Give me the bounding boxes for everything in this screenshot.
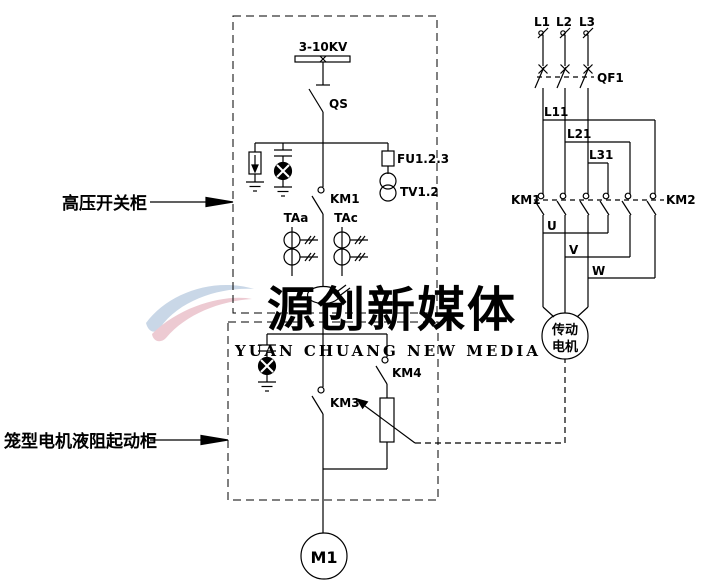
watermark-cn: 源创新媒体 bbox=[267, 282, 517, 338]
fuse-fu1 bbox=[381, 143, 395, 167]
phase-l2-label: L2 bbox=[556, 15, 572, 29]
hv-cabinet-arrow bbox=[150, 196, 234, 208]
drive-motor-label-1: 传动 bbox=[551, 322, 578, 338]
voltage-transformer-tv bbox=[379, 166, 397, 202]
km2-poles bbox=[599, 192, 657, 216]
mech-linkage-dashed bbox=[415, 359, 566, 444]
busbar bbox=[294, 55, 351, 63]
breaker-qf1 bbox=[534, 64, 594, 89]
km3-label: KM3 bbox=[330, 396, 360, 410]
watermark-swoosh-red-icon bbox=[152, 297, 252, 342]
bus-voltage-label: 3-10KV bbox=[299, 40, 348, 54]
watermark: 源创新媒体 YUAN CHUANG NEW MEDIA bbox=[146, 282, 541, 360]
tac-label: TAc bbox=[334, 211, 358, 225]
phase-terminals bbox=[537, 27, 594, 66]
motor-feed-lines bbox=[542, 215, 656, 318]
hv-cabinet-box bbox=[232, 15, 438, 314]
surge-arrester bbox=[246, 143, 264, 192]
qf1-label: QF1 bbox=[597, 71, 624, 85]
phase-lines bbox=[542, 88, 589, 194]
phase-l1-label: L1 bbox=[534, 15, 550, 29]
l21-label: L21 bbox=[567, 127, 591, 141]
ct-taa bbox=[283, 227, 318, 276]
ct-tac bbox=[333, 227, 368, 276]
terminal-v-label: V bbox=[569, 243, 579, 257]
starter-cabinet-label: 笼型电机液阻起动柜 bbox=[3, 431, 157, 452]
km1-poles bbox=[534, 192, 590, 216]
starter-cabinet-arrow bbox=[150, 434, 229, 446]
km4-contact bbox=[375, 334, 389, 398]
capacitor-indicator-upper bbox=[273, 143, 293, 197]
m1-label: M1 bbox=[310, 548, 337, 567]
branch-l31 bbox=[588, 162, 609, 194]
branch-l11 bbox=[543, 119, 656, 194]
phase-l3-label: L3 bbox=[579, 15, 595, 29]
motor-m1 bbox=[300, 532, 348, 580]
qs-disconnector bbox=[308, 62, 330, 113]
main-feeder-line bbox=[255, 112, 388, 533]
km1-right-label: KM1 bbox=[511, 193, 541, 207]
drive-motor-label-2: 电机 bbox=[552, 339, 578, 355]
km1-contact bbox=[311, 186, 325, 215]
l11-label: L11 bbox=[544, 105, 568, 119]
fu-label: FU1.2.3 bbox=[397, 152, 449, 166]
km3-contact bbox=[311, 386, 325, 415]
hv-cabinet-label: 高压开关柜 bbox=[62, 193, 147, 214]
km2-right-label: KM2 bbox=[666, 193, 696, 207]
tv-label: TV1.2 bbox=[400, 185, 439, 199]
terminal-u-label: U bbox=[547, 219, 557, 233]
capacitor-indicator-lower bbox=[257, 334, 277, 392]
taa-label: TAa bbox=[284, 211, 309, 225]
km1-label: KM1 bbox=[330, 192, 360, 206]
l31-label: L31 bbox=[589, 148, 613, 162]
watermark-en: YUAN CHUANG NEW MEDIA bbox=[234, 342, 541, 360]
zero-sequence-ct bbox=[306, 284, 351, 305]
branch-l21 bbox=[565, 141, 631, 194]
km4-label: KM4 bbox=[392, 366, 422, 380]
watermark-swoosh-blue-icon bbox=[146, 284, 254, 332]
drive-motor bbox=[541, 312, 589, 360]
liquid-resistor bbox=[355, 397, 416, 469]
terminal-w-label: W bbox=[592, 264, 605, 278]
qs-label: QS bbox=[329, 97, 348, 111]
starter-cabinet-box bbox=[227, 321, 439, 501]
